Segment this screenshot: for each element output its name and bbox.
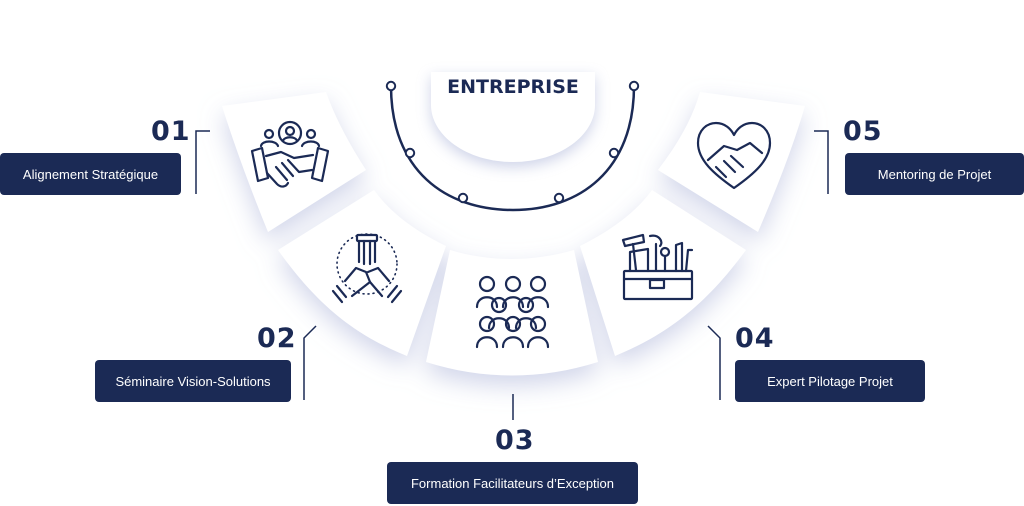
connector-01 <box>195 130 210 194</box>
connector-04 <box>707 325 721 400</box>
segment-04 <box>580 190 746 356</box>
step-05-label: Mentoring de Projet <box>845 153 1024 195</box>
segment-02 <box>278 190 446 356</box>
arc-dot <box>628 80 640 92</box>
connector-05 <box>814 130 829 194</box>
heart-handshake-icon <box>696 121 772 190</box>
step-01-label: Alignement Stratégique <box>0 153 181 195</box>
step-02-label: Séminaire Vision-Solutions <box>95 360 291 402</box>
step-03-label: Formation Facilitateurs d’Exception <box>387 462 638 504</box>
arc-dots <box>385 80 640 204</box>
step-01-number: 01 <box>151 116 191 147</box>
arc-dot <box>404 147 416 159</box>
arc-dot <box>608 147 620 159</box>
segment-03 <box>426 250 598 376</box>
connector-02 <box>303 325 317 400</box>
arc-dot <box>385 80 397 92</box>
step-04-number: 04 <box>735 323 775 354</box>
step-02-number: 02 <box>257 323 297 354</box>
audience-group-icon <box>475 275 550 349</box>
center-title: ENTREPRISE <box>447 76 579 98</box>
step-03-number: 03 <box>495 425 535 456</box>
center-tab <box>431 72 595 162</box>
segment-01 <box>222 92 366 232</box>
step-04-label: Expert Pilotage Projet <box>735 360 925 402</box>
segment-05 <box>658 92 805 232</box>
hands-together-icon <box>331 233 403 304</box>
step-05-number: 05 <box>843 116 883 147</box>
teamwork-handshake-icon <box>250 120 330 188</box>
arc-dot <box>457 192 469 204</box>
arc-dot <box>553 192 565 204</box>
toolbox-icon <box>621 233 694 301</box>
